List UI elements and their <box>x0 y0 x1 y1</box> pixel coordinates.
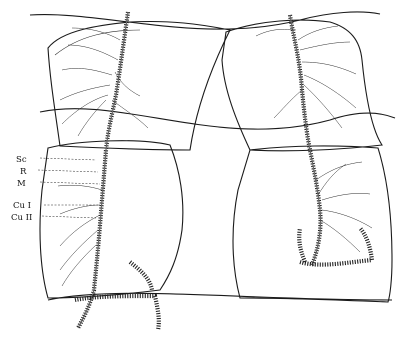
label-sc: Sc <box>16 155 27 165</box>
label-m: M <box>17 179 26 189</box>
trachea-commissure-lower <box>75 296 159 330</box>
costal-connector <box>30 12 380 29</box>
trachea-trunk-right <box>290 15 321 265</box>
trachea-trunk-left <box>78 12 128 328</box>
label-cu1: Cu I <box>13 201 31 211</box>
trachea-loop-right <box>299 228 372 265</box>
label-cu2: Cu II <box>11 213 32 223</box>
fore-wing-left <box>48 21 230 150</box>
label-leaders <box>38 158 100 218</box>
trachea-branch-lower-left <box>130 262 152 290</box>
label-r: R <box>20 167 27 177</box>
hind-wing-left <box>40 141 183 298</box>
inter-wing-band <box>40 109 395 129</box>
